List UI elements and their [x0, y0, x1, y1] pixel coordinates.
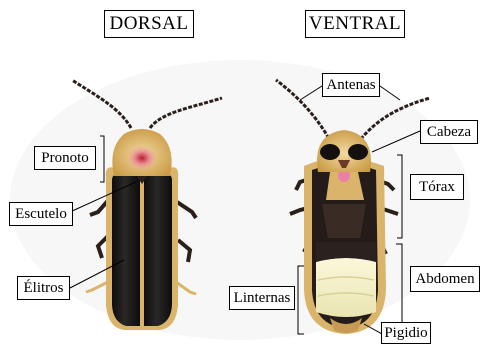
title-ventral: VENTRAL: [305, 10, 405, 38]
label-cabeza: Cabeza: [420, 120, 478, 144]
label-torax: Tórax: [410, 174, 464, 200]
label-abdomen: Abdomen: [410, 266, 480, 292]
thorax-plate: [322, 204, 366, 238]
label-elitros: Élitros: [17, 276, 70, 300]
label-antenas: Antenas: [322, 73, 380, 97]
label-linternas: Linternas: [229, 286, 295, 310]
eye-left: [320, 144, 340, 160]
eye-right: [348, 144, 368, 160]
elytron-left: [112, 174, 140, 326]
label-pigidio: Pigidio: [381, 322, 431, 344]
lanterns: [316, 258, 376, 317]
pronotum-spot: [126, 145, 158, 171]
label-escutelo: Escutelo: [9, 202, 73, 226]
pigidio-leader: [364, 324, 382, 334]
elytron-right: [144, 174, 172, 326]
title-dorsal: DORSAL: [104, 10, 194, 38]
label-pronoto: Pronoto: [34, 146, 96, 170]
